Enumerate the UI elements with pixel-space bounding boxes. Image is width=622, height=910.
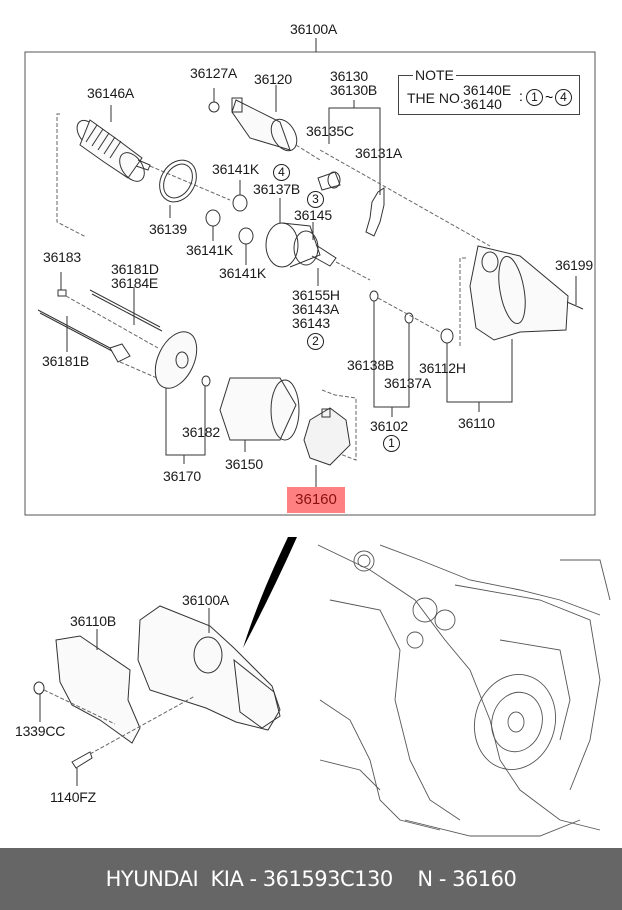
circle-marker-4: 4	[273, 164, 290, 181]
planetary-gears	[205, 180, 254, 265]
nut-1339CC	[33, 681, 116, 725]
label-36110B[interactable]: 36110B	[70, 613, 117, 629]
label-36145[interactable]: 36145	[294, 207, 332, 223]
label-36112H[interactable]: 36112H	[419, 360, 466, 376]
parts-diagram: 36100A NOTE THE NO. 36140E 36140 : 1 ~ 4…	[15, 21, 611, 837]
label-36139[interactable]: 36139	[149, 221, 187, 237]
note-prefix: THE NO.	[407, 90, 464, 106]
label-36135C[interactable]: 36135C	[306, 123, 354, 139]
installed-starter	[137, 605, 281, 731]
label-36137A[interactable]: 36137A	[384, 375, 432, 391]
brush-holder-part	[303, 389, 357, 487]
label-1140FZ[interactable]: 1140FZ	[50, 789, 97, 805]
label-assembly-36100A: 36100A	[290, 21, 338, 37]
part-number-footer: HYUNDAI KIA - 361593C130 N - 36160	[0, 848, 622, 910]
label-36170[interactable]: 36170	[163, 468, 201, 484]
label-36110[interactable]: 36110	[458, 415, 495, 431]
heat-shield-36110B	[55, 629, 141, 744]
label-36199[interactable]: 36199	[555, 257, 593, 273]
armature-part	[76, 105, 151, 182]
diagram-artwork	[24, 38, 611, 837]
pointer-arrow	[243, 537, 297, 648]
engine-block-illustration	[317, 544, 611, 837]
note-box: NOTE THE NO. 36140E 36140 : 1 ~ 4	[398, 68, 580, 115]
label-36141K-bottom[interactable]: 36141K	[219, 265, 267, 281]
note-colon: :	[519, 88, 523, 104]
label-36146A[interactable]: 36146A	[87, 85, 135, 101]
label-36155H[interactable]: 36155H	[292, 287, 340, 303]
label-36143[interactable]: 36143	[292, 315, 330, 331]
ring-part	[404, 312, 414, 324]
footer-brand: HYUNDAI KIA	[105, 867, 244, 891]
label-36160-highlighted[interactable]: 36160	[287, 487, 345, 513]
end-frame-part	[154, 331, 211, 464]
label-1339CC[interactable]: 1339CC	[15, 723, 66, 739]
footer-separator-2: -	[432, 867, 453, 891]
label-36130[interactable]: 36130	[330, 68, 368, 84]
label-36184E[interactable]: 36184E	[111, 275, 159, 291]
label-36138B[interactable]: 36138B	[347, 357, 395, 373]
through-bolt-36199	[566, 276, 584, 310]
label-36181B[interactable]: 36181B	[42, 353, 90, 369]
note-circle-end: 4	[555, 89, 572, 106]
label-36130B[interactable]: 36130B	[330, 82, 378, 98]
footer-n-label: N	[417, 867, 433, 891]
circle-marker-1: 1	[383, 435, 400, 452]
footer-separator-1: -	[243, 867, 263, 891]
circle-marker-3: 3	[307, 191, 324, 208]
label-36150[interactable]: 36150	[225, 456, 263, 472]
yoke-part	[219, 377, 300, 452]
label-36143A[interactable]: 36143A	[292, 301, 340, 317]
label-36127A[interactable]: 36127A	[190, 65, 238, 81]
label-36137B[interactable]: 36137B	[253, 181, 301, 197]
note-title: NOTE	[413, 67, 456, 83]
plunger-part	[317, 171, 341, 191]
label-36141K-top[interactable]: 36141K	[212, 161, 260, 177]
footer-gap	[393, 867, 418, 891]
plate-part	[159, 159, 197, 218]
label-36102[interactable]: 36102	[370, 418, 408, 434]
note-circle-start: 1	[526, 89, 543, 106]
label-36100A-installed[interactable]: 36100A	[182, 592, 230, 608]
label-36182[interactable]: 36182	[182, 424, 220, 440]
label-36120[interactable]: 36120	[254, 71, 292, 87]
circle-marker-2: 2	[307, 333, 324, 350]
note-part-b: 36140	[463, 96, 502, 112]
pinion-assembly	[265, 198, 371, 286]
housing-part	[459, 245, 569, 346]
solenoid-part	[208, 85, 321, 161]
bolt-1140FZ	[71, 695, 196, 786]
label-36181D[interactable]: 36181D	[111, 261, 159, 277]
note-tilde: ~	[545, 89, 554, 105]
washer-part	[369, 290, 379, 302]
footer-n-value: 36160	[452, 867, 517, 891]
note-part-a: 36140E	[463, 82, 512, 98]
label-36183[interactable]: 36183	[43, 249, 81, 265]
assembly-frame	[24, 51, 596, 516]
bushing-part	[440, 328, 454, 344]
lever-part	[365, 187, 385, 237]
footer-part-number: 361593C130	[262, 867, 393, 891]
bolts-left	[37, 272, 163, 379]
label-36141K-left[interactable]: 36141K	[186, 242, 234, 258]
label-36131A[interactable]: 36131A	[355, 145, 403, 161]
